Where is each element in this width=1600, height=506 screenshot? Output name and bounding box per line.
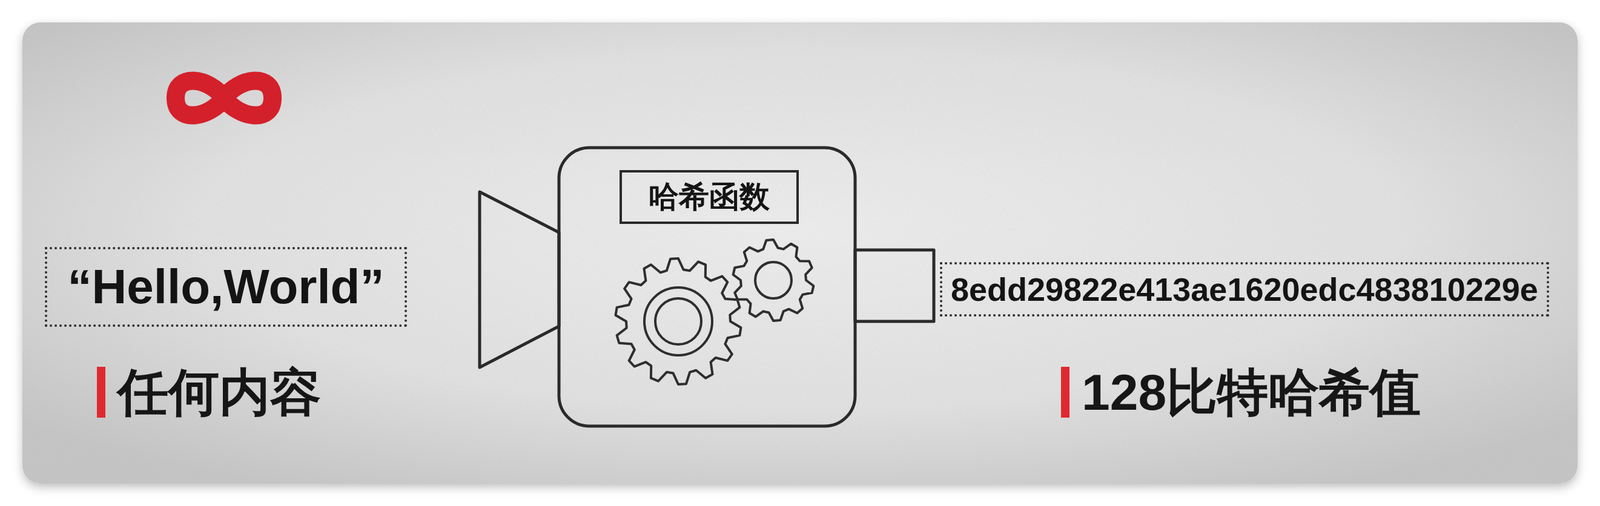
hash-output-box: 8edd29822e413ae1620edc483810229e xyxy=(939,262,1550,318)
camera-output-slot xyxy=(855,250,934,322)
gear-hub xyxy=(655,298,702,345)
function-label-box: 哈希函数 xyxy=(619,170,799,225)
gear-outline xyxy=(615,258,742,385)
node-text: “Hello,World” xyxy=(67,257,385,317)
camera-body xyxy=(558,147,856,427)
caption-label: 任何内容 xyxy=(96,366,321,418)
gear-hub xyxy=(644,287,713,356)
paper-card xyxy=(22,22,1578,484)
gears xyxy=(615,239,814,385)
camera-lens xyxy=(479,191,559,368)
gear-outline xyxy=(733,239,814,321)
gear-hub xyxy=(755,262,792,299)
camera-drawing xyxy=(479,147,934,427)
input-box: “Hello,World” xyxy=(44,247,408,328)
node-text: 8edd29822e413ae1620edc483810229e xyxy=(950,270,1539,310)
infinity-logo xyxy=(175,80,273,116)
node-text: 哈希函数 xyxy=(648,177,770,217)
paper-texture xyxy=(22,22,1578,484)
caption-label: 128比特哈希值 xyxy=(1061,366,1421,418)
